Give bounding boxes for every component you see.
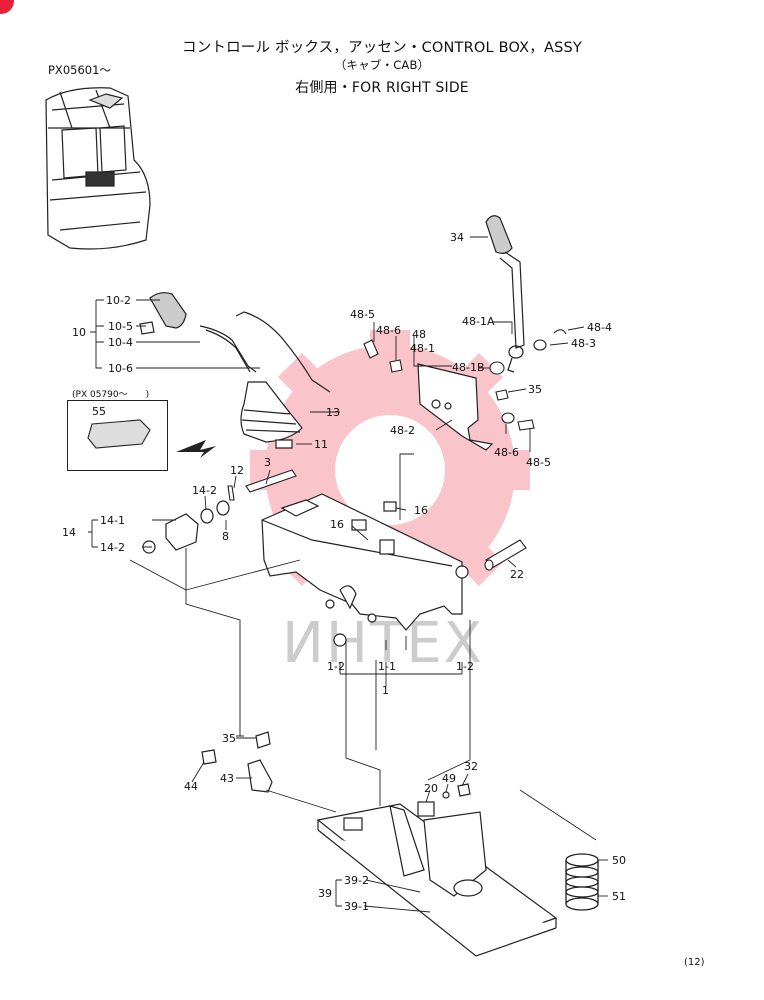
- title-line-2: （キャブ・CAB）: [334, 58, 430, 72]
- label-48-1B: 48-1B: [452, 361, 485, 374]
- label-39-1: 39-1: [344, 900, 369, 913]
- label-50: 50: [612, 854, 626, 867]
- inset-box: [67, 400, 168, 471]
- label-48-5-top: 48-5: [350, 308, 375, 321]
- label-10-2: 10-2: [106, 294, 131, 307]
- collar-14: [142, 500, 230, 554]
- label-1-2-right: 1-2: [456, 660, 474, 673]
- label-43: 43: [220, 772, 234, 785]
- fastener-group-right: [363, 329, 567, 431]
- label-48-1A: 48-1A: [462, 315, 495, 328]
- label-51: 51: [612, 890, 626, 903]
- label-22: 22: [510, 568, 524, 581]
- label-1: 1: [382, 684, 389, 697]
- label-48-1: 48-1: [410, 342, 435, 355]
- label-16-left: 16: [330, 518, 344, 531]
- frame-1: [261, 493, 469, 647]
- label-39-2: 39-2: [344, 874, 369, 887]
- label-48-2: 48-2: [390, 424, 415, 437]
- label-14-2-bottom: 14-2: [100, 541, 125, 554]
- label-35-bottom: 35: [222, 732, 236, 745]
- label-44: 44: [184, 780, 198, 793]
- cab-illustration: [45, 87, 151, 250]
- base-plate-39: [316, 783, 558, 957]
- label-48-3: 48-3: [571, 337, 596, 350]
- label-8: 8: [222, 530, 229, 543]
- label-1-2-left: 1-2: [327, 660, 345, 673]
- bracket-48-2: [417, 363, 494, 451]
- label-48-4: 48-4: [587, 321, 612, 334]
- label-48-6-bottom: 48-6: [494, 446, 519, 459]
- label-1-1: 1-1: [378, 660, 396, 673]
- label-48: 48: [412, 328, 426, 341]
- label-39: 39: [318, 887, 332, 900]
- label-14: 14: [62, 526, 76, 539]
- title-line-1: コントロール ボックス，アッセン・CONTROL BOX，ASSY: [182, 40, 582, 56]
- label-49: 49: [442, 772, 456, 785]
- label-16-right: 16: [414, 504, 428, 517]
- label-3: 3: [264, 456, 271, 469]
- label-55: 55: [92, 405, 106, 418]
- watermark-text: ИНТЕХ: [282, 611, 484, 676]
- part-labels: 34 48-1A 48-4 48-3 48-5 48-6 48 48-1 48-…: [62, 231, 626, 913]
- label-14-1: 14-1: [100, 514, 125, 527]
- pin-22: [484, 539, 527, 571]
- boot-13: [240, 381, 303, 449]
- pad-55: [87, 419, 151, 449]
- label-10-4: 10-4: [108, 336, 133, 349]
- inset-caption: (PX 05790～ ): [70, 387, 152, 400]
- shaft-3: [227, 469, 297, 501]
- label-12: 12: [230, 464, 244, 477]
- title-line-3: 右側用・FOR RIGHT SIDE: [295, 80, 469, 96]
- label-20: 20: [424, 782, 438, 795]
- knob-10: [139, 292, 331, 393]
- label-48-5-bottom: 48-5: [526, 456, 551, 469]
- page-number: (12): [684, 957, 705, 968]
- label-48-6-top: 48-6: [376, 324, 401, 337]
- label-11: 11: [314, 438, 328, 451]
- serial-range: PX05601～: [48, 63, 111, 77]
- label-13: 13: [326, 406, 340, 419]
- direction-arrow: [176, 440, 216, 458]
- label-34: 34: [450, 231, 464, 244]
- spring-50-51: [565, 853, 599, 911]
- label-10: 10: [72, 326, 86, 339]
- bracket-43: [201, 731, 273, 793]
- lever-48-1: [485, 215, 525, 373]
- label-32: 32: [464, 760, 478, 773]
- leader-lines: [88, 236, 608, 913]
- label-35-top: 35: [528, 383, 542, 396]
- label-10-6: 10-6: [108, 362, 133, 375]
- label-10-5: 10-5: [108, 320, 133, 333]
- label-14-2-top: 14-2: [192, 484, 217, 497]
